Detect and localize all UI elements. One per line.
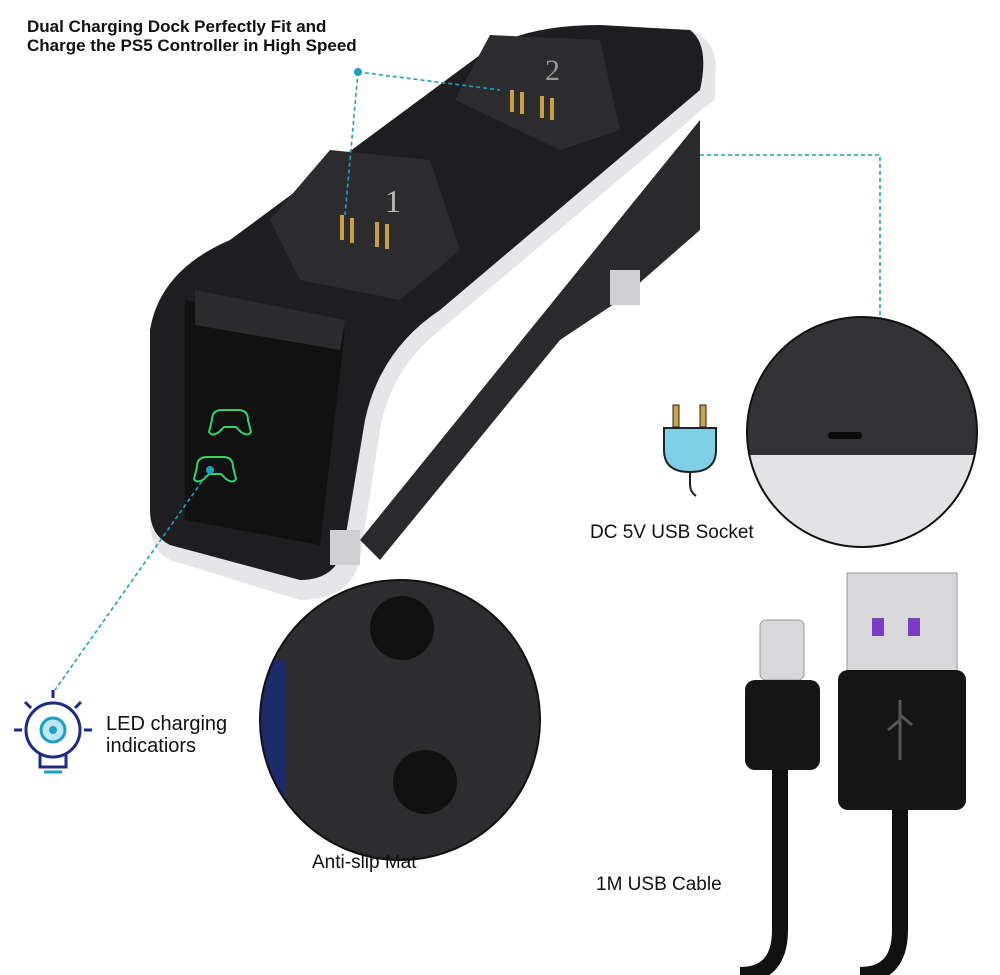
plug-icon bbox=[663, 404, 717, 497]
usb-a-connector bbox=[846, 572, 958, 674]
light-bulb-icon bbox=[14, 690, 92, 774]
slot-1-number: 1 bbox=[385, 183, 401, 219]
slot-2-number: 2 bbox=[545, 54, 560, 87]
dock-callout-line2: Charge the PS5 Controller in High Speed bbox=[27, 36, 357, 55]
dock-callout: Dual Charging Dock Perfectly Fit and Cha… bbox=[27, 17, 357, 55]
usb-socket-zoom bbox=[746, 316, 978, 548]
anti-slip-mat-zoom bbox=[259, 579, 541, 861]
socket-callout: DC 5V USB Socket bbox=[590, 522, 754, 543]
led-callout-line1: LED charging bbox=[106, 713, 228, 735]
usb-symbol-icon bbox=[887, 700, 913, 760]
led-callout: LED charging indicatiors bbox=[106, 713, 227, 757]
mat-callout: Anti-slip Mat bbox=[312, 852, 417, 873]
usb-cable bbox=[739, 572, 966, 975]
dock-callout-line1: Dual Charging Dock Perfectly Fit and bbox=[27, 17, 327, 36]
charging-pins bbox=[340, 90, 554, 249]
usb-c-port bbox=[828, 432, 862, 439]
led-callout-line2: indicatiors bbox=[106, 735, 197, 757]
callout-lines bbox=[54, 71, 881, 691]
usb-c-connector bbox=[759, 619, 805, 681]
led-controller-icons bbox=[192, 409, 253, 483]
charging-dock: 1 2 bbox=[150, 25, 716, 600]
cable-callout: 1M USB Cable bbox=[596, 874, 722, 895]
